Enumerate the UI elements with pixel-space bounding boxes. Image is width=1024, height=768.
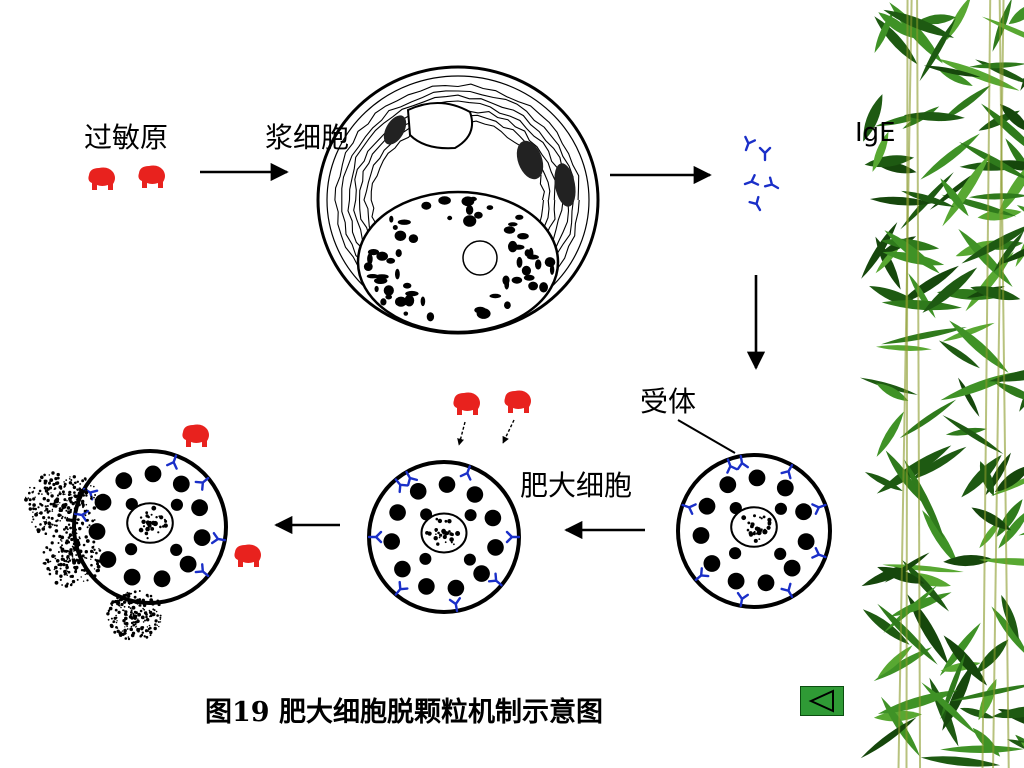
mast-cell-sensitized bbox=[676, 453, 832, 609]
flow-arrows bbox=[200, 162, 766, 540]
ige-antibodies bbox=[740, 135, 782, 214]
figure-caption: 图19 肥大细胞脱颗粒机制示意图 bbox=[205, 697, 603, 728]
label-ige: IgE bbox=[855, 118, 896, 148]
back-nav-button[interactable] bbox=[800, 686, 844, 716]
label-mast-cell: 肥大细胞 bbox=[520, 469, 633, 502]
bamboo-decoration bbox=[860, 0, 1024, 768]
label-allergen: 过敏原 bbox=[84, 121, 169, 154]
plasma-cell bbox=[316, 65, 600, 335]
label-plasma-cell: 浆细胞 bbox=[265, 121, 350, 154]
allergen-particles bbox=[88, 165, 165, 190]
triangle-left-icon bbox=[808, 689, 834, 713]
mast-cell-binding bbox=[367, 460, 521, 614]
allergen-descending bbox=[453, 390, 531, 446]
receptor-pointer bbox=[677, 419, 736, 454]
label-receptor: 受体 bbox=[640, 385, 697, 418]
mast-cell-degranulating bbox=[72, 449, 228, 605]
granule-release bbox=[24, 471, 162, 641]
